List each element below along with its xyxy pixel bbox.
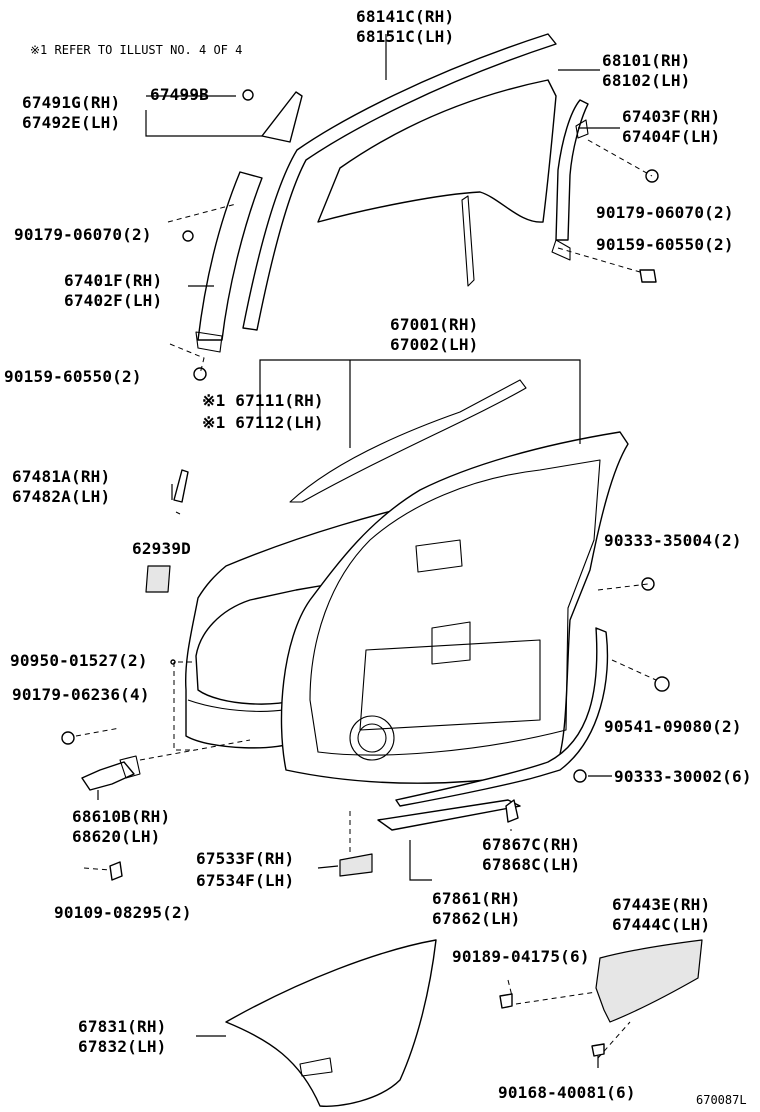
label-90109-08295: 90109-08295(2) [54,903,192,922]
bolt-icon [242,89,254,101]
label-90950-01527: 90950-01527(2) [10,651,148,670]
door-hinge [81,755,141,791]
label-67533-lh: 67534F(LH) [196,871,294,890]
bolt-icon [109,861,123,881]
front-glass-channel [195,171,263,353]
label-68101-lh: 68102(LH) [602,71,691,90]
label-90179-06236: 90179-06236(4) [12,685,150,704]
clip-icon [499,993,513,1009]
door-pad [145,565,171,593]
clip-icon [505,799,519,823]
label-67481-lh: 67482A(LH) [12,487,110,506]
label-67831-lh: 67832(LH) [78,1037,167,1056]
outer-clip [173,469,189,503]
screw-icon [639,269,657,283]
screw-icon [193,367,207,381]
nut-icon [182,230,194,242]
figure-id: 670087L [696,1093,747,1107]
rear-glass-channel [551,99,589,261]
label-68610-lh: 68620(LH) [72,827,161,846]
label-68101-rh: 68101(RH) [602,51,691,70]
label-67111-rh: ※1 67111(RH) [202,391,324,410]
label-90159-60550-left: 90159-60550(2) [4,367,142,386]
label-68141-lh: 68151C(LH) [356,27,454,46]
leader-lines [75,34,657,1068]
label-67867-lh: 67868C(LH) [482,855,580,874]
screw-icon [591,1043,605,1057]
label-67403-rh: 67403F(RH) [622,107,720,126]
corner-cover [261,91,303,143]
label-90541-09080: 90541-09080(2) [604,717,742,736]
door-weatherstrip [395,627,609,807]
label-62939: 62939D [132,539,191,558]
reference-note: ※1 REFER TO ILLUST NO. 4 OF 4 [30,43,242,57]
label-67861-lh: 67862(LH) [432,909,521,928]
label-90179-06070-left: 90179-06070(2) [14,225,152,244]
label-67499: 67499B [150,85,209,104]
label-67001-rh: 67001(RH) [390,315,479,334]
label-67491-rh: 67491G(RH) [22,93,120,112]
label-67491-lh: 67492E(LH) [22,113,120,132]
label-90333-30002: 90333-30002(6) [614,767,752,786]
label-67001-lh: 67002(LH) [390,335,479,354]
label-67443-lh: 67444C(LH) [612,915,710,934]
label-67403-lh: 67404F(LH) [622,127,720,146]
lower-trim-panel [595,939,703,1023]
door-trim-board [225,939,437,1107]
label-67111-lh: ※1 67112(LH) [202,413,324,432]
label-68610-rh: 68610B(RH) [72,807,170,826]
label-90159-60550-right: 90159-60550(2) [596,235,734,254]
label-67401-lh: 67402F(LH) [64,291,162,310]
lower-weatherstrip [377,799,521,831]
nut-icon [61,731,75,745]
glass-run-strip [242,33,557,331]
label-67443-rh: 67443E(RH) [612,895,710,914]
label-67481-rh: 67481A(RH) [12,467,110,486]
label-67867-rh: 67867C(RH) [482,835,580,854]
label-90333-35004: 90333-35004(2) [604,531,742,550]
plug-icon [573,769,587,783]
label-90189-04175: 90189-04175(6) [452,947,590,966]
plug-icon [641,577,655,591]
spacer-pad [339,853,373,877]
label-67401-rh: 67401F(RH) [64,271,162,290]
label-90179-06070-right: 90179-06070(2) [596,203,734,222]
label-67533-rh: 67533F(RH) [196,849,294,868]
label-67861-rh: 67861(RH) [432,889,521,908]
label-67831-rh: 67831(RH) [78,1017,167,1036]
fasteners [61,89,670,1057]
label-90168-40081: 90168-40081(6) [498,1083,636,1102]
label-68141-rh: 68141C(RH) [356,7,454,26]
cap-icon [654,676,670,692]
door-window-glass [317,79,557,287]
